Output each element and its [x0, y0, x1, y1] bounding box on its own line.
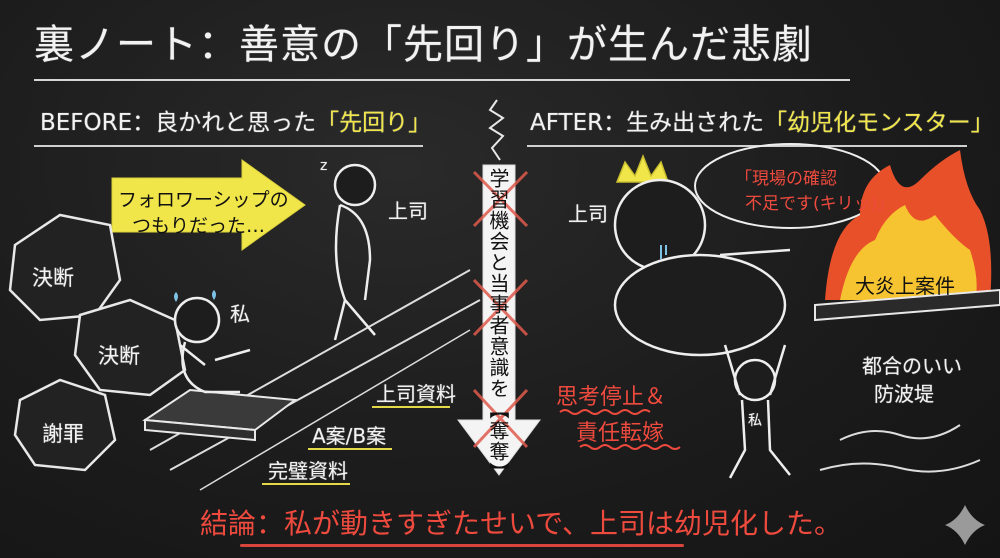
me-holding-body: [723, 344, 791, 479]
after-heading-prefix: AFTER：生み出された: [530, 110, 765, 136]
after-heading-highlight: 「幼児化モンスター」: [764, 110, 994, 136]
down-arrow-text: 学習機会と当事者意識を【奪奪】: [486, 168, 510, 483]
rock-apology: [13, 378, 117, 472]
boss-figure-head: [333, 163, 377, 207]
followership-arrow: [111, 159, 306, 251]
rock-decision-1: [8, 213, 122, 322]
me-label-after: 私: [748, 413, 762, 429]
before-heading: BEFORE：良かれと思った「先回り」: [40, 103, 431, 137]
boss-label-after: 上司: [568, 202, 608, 226]
followership-label: フォロワーシップの つもりだった…: [118, 189, 289, 237]
rock-label-apology: 謝罪: [42, 422, 84, 446]
me-label-before: 私: [230, 302, 250, 326]
fire-inner: [840, 205, 977, 300]
down-arrow: [457, 164, 541, 476]
crown-icon: [615, 153, 670, 183]
conclusion-text: 私が動きすぎたせいで、上司は幼児化した。: [284, 507, 843, 540]
boss-label-before: 上司: [388, 199, 428, 223]
zigzag-divider: [488, 99, 505, 161]
before-heading-highlight: 「先回り」: [316, 110, 432, 136]
stair-label-perfect-docs: 完璧資料: [268, 459, 348, 483]
breakwater-label: 都合のいい 防波堤: [862, 354, 962, 406]
fire-label: 大炎上案件: [855, 274, 955, 298]
rock-label-decision-2: 決断: [98, 344, 140, 368]
red-label: 思考停止＆ 責任転嫁: [556, 385, 667, 446]
stair-label-boss-docs: 上司資料: [376, 382, 456, 406]
rock-label-decision-1: 決断: [32, 266, 74, 290]
conclusion-underline: [240, 544, 684, 547]
me-figure-body: [179, 341, 251, 394]
conclusion: 結論：私が動きすぎたせいで、上司は幼児化した。: [200, 502, 842, 542]
me-figure-head: [173, 296, 221, 344]
boss-figure-body: [333, 203, 376, 341]
sleep-z: z: [320, 158, 328, 174]
red-crosses: [472, 170, 529, 449]
sparkle-icon: [945, 505, 985, 545]
speech-text: 「現場の確認 不足です(キリッ)」: [735, 169, 895, 214]
after-heading: AFTER：生み出された「幼児化モンスター」: [530, 103, 994, 137]
rock-decision-2: [73, 298, 187, 397]
page-title: 裏ノート：善意の「先回り」が生んだ悲劇: [34, 22, 813, 68]
conclusion-prefix: 結論：: [200, 507, 285, 540]
before-heading-prefix: BEFORE：良かれと思った: [40, 110, 317, 136]
baby-boss-body: [613, 253, 787, 357]
stair-label-plan-ab: A案/B案: [312, 424, 387, 448]
